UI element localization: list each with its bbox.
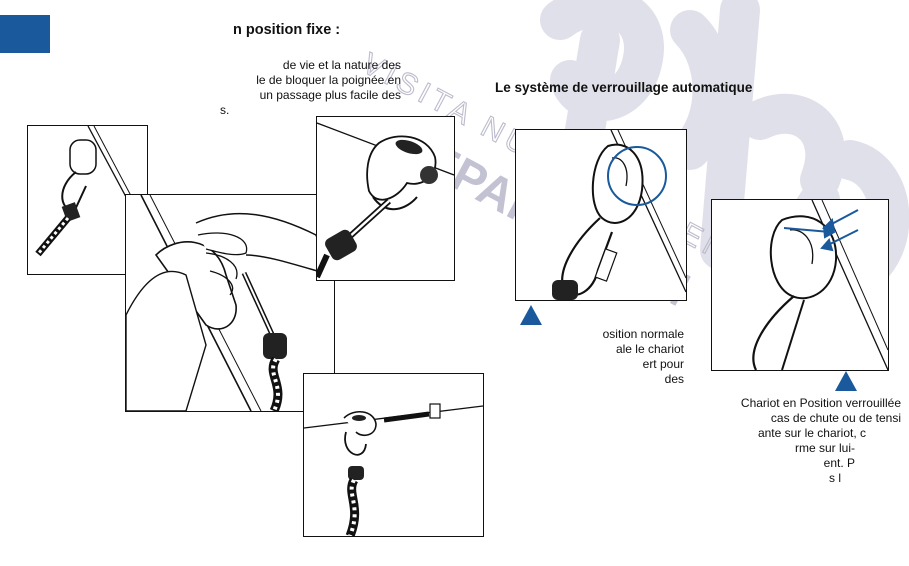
caption-locked-position: Chariot en Position verrouillée cas de c… [700, 396, 901, 486]
caption-line: s l [700, 471, 901, 486]
paragraph-line: le de bloquer la poignée en [205, 73, 401, 88]
section-tab [0, 15, 50, 53]
caption-normal-position: osition normale ale le chariot ert pour … [560, 327, 684, 387]
illustration-trolley-on-cable [303, 373, 484, 537]
left-section-title: n position fixe : [233, 22, 340, 38]
caption-line: cas de chute ou de tensi [700, 411, 901, 426]
caption-line: ent. P [700, 456, 901, 471]
caption-line: rme sur lui- [700, 441, 901, 456]
caption-line: ante sur le chariot, c [700, 426, 901, 441]
caption-line: Chariot en Position verrouillée [700, 396, 901, 411]
caption-line: osition normale [560, 327, 684, 342]
left-section-paragraph: de vie et la nature des le de bloquer la… [205, 58, 401, 118]
illustration-locked-position [711, 199, 889, 371]
paragraph-line: de vie et la nature des [205, 58, 401, 73]
illustration-normal-position [515, 129, 687, 301]
triangle-marker-icon [835, 371, 857, 391]
paragraph-line: un passage plus facile des [205, 88, 401, 103]
triangle-marker-icon [520, 305, 542, 325]
caption-line: ert pour [560, 357, 684, 372]
caption-line: ale le chariot [560, 342, 684, 357]
illustration-trolley-closeup [316, 116, 455, 281]
caption-line: des [560, 372, 684, 387]
right-section-title: Le système de verrouillage automatique [495, 80, 752, 95]
